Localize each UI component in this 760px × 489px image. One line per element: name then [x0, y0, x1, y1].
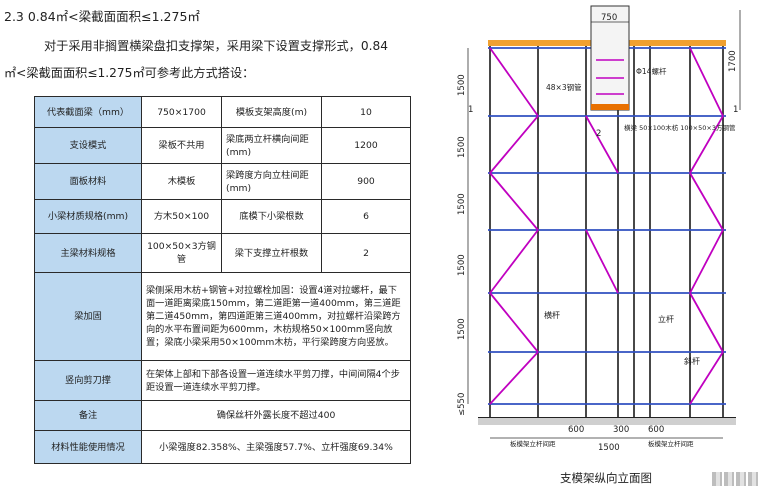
text-cell: 小梁强度82.358%、主梁强度57.7%、立杆强度69.34%	[141, 430, 411, 464]
label-bottom-left: 板模架立杆间距	[510, 439, 556, 448]
dim-step: 1500	[457, 136, 467, 158]
brace-line	[585, 115, 619, 174]
dim-span-left: 600	[568, 425, 584, 435]
value-cell: 梁板不共用	[141, 127, 222, 164]
label-cell: 竖向剪刀撑	[34, 360, 142, 401]
brace-line	[689, 229, 724, 294]
brace-line	[489, 172, 539, 231]
table-row: 竖向剪刀撑 在架体上部和下部各设置一道连续水平剪刀撑，中间间隔4个步距设置一道连…	[34, 360, 411, 401]
table-row: 支设模式 梁板不共用 梁底两立杆横向间距(mm) 1200	[34, 127, 411, 164]
dimension-lines	[467, 10, 741, 439]
label-cell: 底模下小梁根数	[221, 199, 322, 234]
brace-line	[689, 47, 724, 117]
label-bottom-right: 板模架立杆间距	[648, 439, 694, 448]
brace-line	[689, 115, 724, 174]
table-row: 备注 确保丝杆外露长度不超过400	[34, 400, 411, 431]
dim-span-right: 600	[648, 425, 664, 435]
dim-step: 1500	[457, 318, 467, 340]
drawing-caption: 支模架纵向立面图	[560, 471, 652, 485]
label-cell: 梁下支撑立杆根数	[221, 233, 322, 273]
intro-line-1: 对于采用非搁置横梁盘扣支撑架，采用梁下设置支撑形式，0.84	[44, 39, 389, 53]
text-cell: 梁侧采用木枋+钢管+对拉螺栓加固：设置4道对拉螺杆，最下面一道距离梁底150mm…	[141, 272, 411, 361]
value-cell: 木模板	[141, 163, 222, 200]
section-heading: 2.3 0.84㎡<梁截面面积≤1.275㎡	[4, 9, 200, 24]
table-row: 主梁材料规格 100×50×3方钢管 梁下支撑立杆根数 2	[34, 233, 411, 273]
label-cell: 面板材料	[34, 163, 142, 200]
text-cell: 在架体上部和下部各设置一道连续水平剪刀撑，中间间隔4个步距设置一道连续水平剪刀撑…	[141, 360, 411, 401]
label-cell: 主梁材料规格	[34, 233, 142, 273]
label-cell: 支设模式	[34, 127, 142, 164]
brace-line	[489, 47, 539, 117]
label-cell: 模板支架高度(m)	[221, 96, 322, 128]
dim-step-top: 1500	[457, 74, 467, 96]
table-row: 材料性能使用情况 小梁强度82.358%、主梁强度57.7%、立杆强度69.34…	[34, 430, 411, 464]
dim-beam-height: 1700	[728, 50, 738, 72]
label-cell: 梁底两立杆横向间距(mm)	[221, 127, 322, 164]
watermark-logo	[712, 472, 758, 486]
slab-band	[488, 5, 726, 111]
brace-line	[689, 292, 724, 353]
value-cell: 10	[321, 96, 411, 128]
intro-line-2: ㎡<梁截面面积≤1.275㎡可参考此方式搭设：	[4, 66, 255, 80]
label-cell: 材料性能使用情况	[34, 430, 142, 464]
dim-span-mid: 300	[613, 425, 629, 435]
formwork-elevation-drawing: 750 1700 1500 1500 1500 1500 1500 ≤550 6…	[457, 5, 741, 453]
ground	[478, 417, 736, 425]
table-row: 面板材料 木模板 梁跨度方向立柱间距(mm) 900	[34, 163, 411, 200]
brace-line	[689, 351, 724, 405]
ground-hatch	[478, 418, 736, 425]
table-row: 代表截面梁（mm） 750×1700 模板支架高度(m) 10	[34, 96, 411, 128]
section-mark-right: 1	[733, 105, 738, 115]
dim-step: 1500	[457, 193, 467, 215]
label-cell: 备注	[34, 400, 142, 431]
value-cell: 2	[321, 233, 411, 273]
dim-step: 1500	[457, 254, 467, 276]
value-cell: 100×50×3方钢管	[141, 233, 222, 273]
table-row: 梁加固 梁侧采用木枋+钢管+对拉螺栓加固：设置4道对拉螺杆，最下面一道距离梁底1…	[34, 272, 411, 361]
brace-line	[489, 351, 539, 405]
label-bracing: 横杆	[544, 310, 560, 320]
section-mark-2: 2	[596, 129, 601, 139]
section-mark-left: 1	[468, 105, 473, 115]
dim-bottom-span: 1500	[598, 443, 620, 453]
value-cell: 6	[321, 199, 411, 234]
spec-table: 代表截面梁（mm） 750×1700 模板支架高度(m) 10 支设模式 梁板不…	[34, 96, 411, 464]
label-cell: 梁加固	[34, 272, 142, 361]
beam-bottom	[591, 104, 629, 110]
value-cell: 方木50×100	[141, 199, 222, 234]
value-cell: 900	[321, 163, 411, 200]
brace-line	[585, 229, 619, 294]
label-steel-pipe: 48×3钢管	[546, 82, 582, 92]
label-diagonal: 斜杆	[684, 356, 700, 366]
brace-line	[489, 229, 539, 294]
brace-line	[689, 172, 724, 231]
brace-line	[489, 115, 539, 174]
table-row: 小梁材质规格(mm) 方木50×100 底模下小梁根数 6	[34, 199, 411, 234]
label-pole: 立杆	[658, 314, 674, 324]
value-cell: 750×1700	[141, 96, 222, 128]
label-secondary-beam: 横梁 50×100木枋 100×50×3方钢管	[624, 123, 736, 132]
label-cell: 梁跨度方向立柱间距(mm)	[221, 163, 322, 200]
value-cell: 1200	[321, 127, 411, 164]
label-tie-rod: Φ14螺杆	[636, 66, 667, 76]
diagonal-bracing	[489, 47, 724, 405]
dim-top-width: 750	[601, 13, 617, 23]
text-cell: 确保丝杆外露长度不超过400	[141, 400, 411, 431]
brace-line	[489, 292, 539, 353]
label-cell: 小梁材质规格(mm)	[34, 199, 142, 234]
label-cell: 代表截面梁（mm）	[34, 96, 142, 128]
dim-bottom-step: ≤550	[457, 393, 467, 416]
intro-paragraph: 对于采用非搁置横梁盘扣支撑架，采用梁下设置支撑形式，0.84 ㎡<梁截面面积≤1…	[4, 33, 412, 87]
